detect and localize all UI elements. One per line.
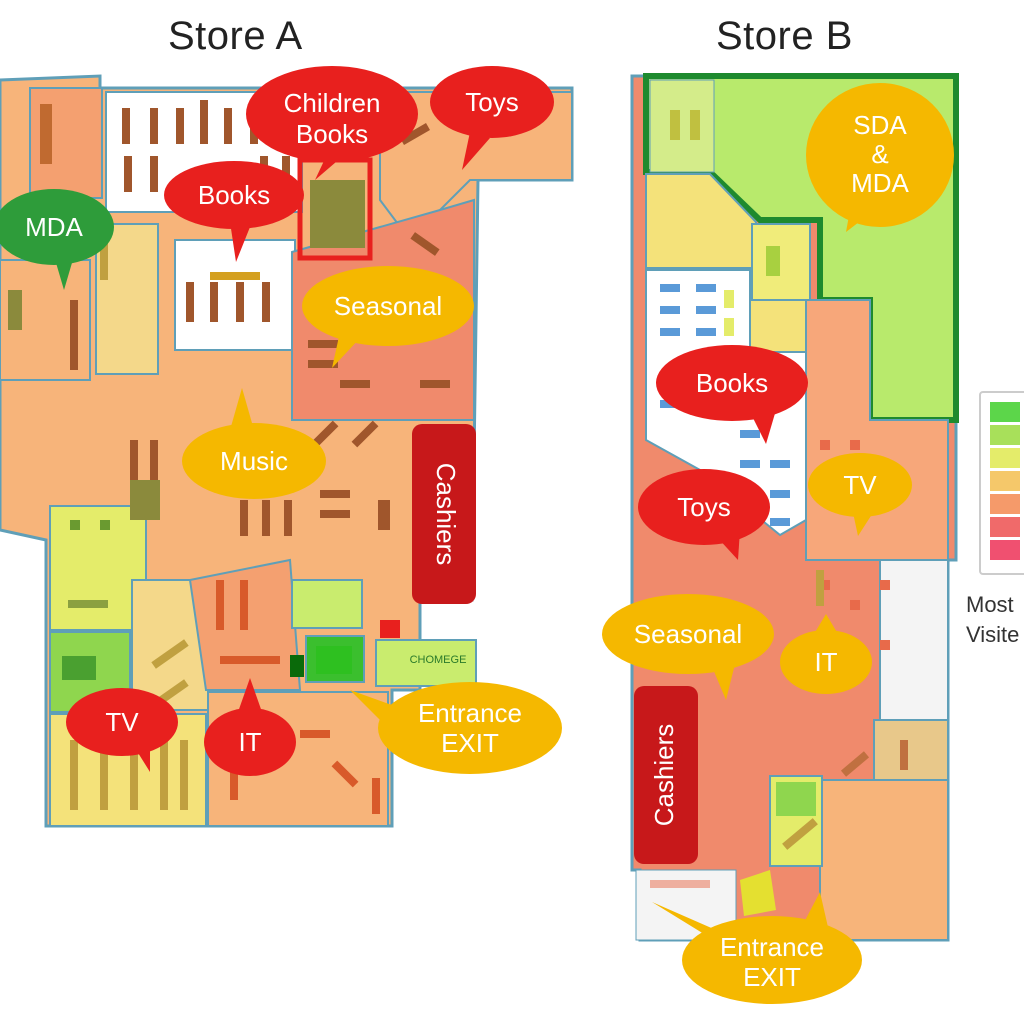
children-books-line1: Children xyxy=(284,88,381,118)
books-a-label: Books xyxy=(198,180,270,210)
store-a-shelves xyxy=(8,100,530,814)
store-b-title: Store B xyxy=(716,14,853,58)
legend-swatch xyxy=(990,540,1020,560)
legend-label-line2: Visite xyxy=(966,622,1020,647)
entrance-b-line1: Entrance xyxy=(720,932,824,962)
callout-it-a: IT xyxy=(204,678,296,776)
children-books-line2: Books xyxy=(296,119,368,149)
zone-yellow-b3 xyxy=(749,299,807,353)
callout-toys-b: Toys xyxy=(638,469,770,560)
legend-swatch xyxy=(990,402,1020,422)
sda-line2: & xyxy=(871,139,888,169)
legend-swatch xyxy=(990,471,1020,491)
music-label: Music xyxy=(220,446,288,476)
zone-lower-right xyxy=(819,779,949,941)
callout-it-b: IT xyxy=(780,614,872,694)
callouts-store-a: Children Books Toys Books MDA Seasonal M… xyxy=(0,66,562,776)
it-a-label: IT xyxy=(238,727,261,757)
store-a-cashiers-label: Cashiers xyxy=(431,463,461,566)
callout-books-a: Books xyxy=(164,161,304,262)
zone-yellow-b2 xyxy=(751,223,811,305)
legend-label-line1: Most xyxy=(966,592,1014,617)
store-b-shelves xyxy=(650,110,908,916)
callout-children-books: Children Books xyxy=(246,66,418,180)
seasonal-b-label: Seasonal xyxy=(634,619,742,649)
callout-seasonal-a: Seasonal xyxy=(302,266,474,368)
zone-lime-1 xyxy=(49,505,147,631)
zone-tan-right xyxy=(873,719,949,781)
callout-entrance-a: Entrance EXIT xyxy=(350,682,562,774)
legend-swatch xyxy=(990,448,1020,468)
store-b-cashiers-box xyxy=(634,686,698,864)
legend-label: Most Visite xyxy=(966,590,1019,650)
books-b-label: Books xyxy=(696,368,768,398)
callout-music: Music xyxy=(182,388,326,499)
zone-books xyxy=(174,239,296,351)
zone-entrance-sign xyxy=(375,639,477,687)
callout-tv-a: TV xyxy=(66,688,178,772)
callout-toys-a: Toys xyxy=(430,66,554,170)
callout-mda-a: MDA xyxy=(0,189,114,290)
tv-b-label: TV xyxy=(843,470,877,500)
callout-entrance-b: Entrance EXIT xyxy=(652,892,862,1004)
zone-sda-inner xyxy=(649,79,715,173)
callout-sda-mda: SDA & MDA xyxy=(806,83,954,232)
legend xyxy=(979,391,1024,575)
zone-green-b xyxy=(776,782,816,816)
it-b-label: IT xyxy=(814,647,837,677)
mda-a-label: MDA xyxy=(25,212,83,242)
callout-books-b: Books xyxy=(656,345,808,444)
toys-a-label: Toys xyxy=(465,87,518,117)
store-a-title: Store A xyxy=(168,14,303,58)
zone-white-right xyxy=(879,559,949,721)
tv-a-label: TV xyxy=(105,707,139,737)
children-books-shelf xyxy=(310,180,365,248)
callout-seasonal-b: Seasonal xyxy=(602,594,774,700)
zone-green-small xyxy=(291,579,363,629)
store-a-sign: CHOMEGE xyxy=(410,654,467,666)
entrance-a-line2: EXIT xyxy=(441,728,499,758)
seasonal-a-label: Seasonal xyxy=(334,291,442,321)
legend-swatches xyxy=(990,402,1020,560)
toys-b-label: Toys xyxy=(677,492,730,522)
legend-swatch xyxy=(990,425,1020,445)
callout-tv-b: TV xyxy=(808,453,912,536)
entrance-b-line2: EXIT xyxy=(743,962,801,992)
legend-swatch xyxy=(990,517,1020,537)
sda-line1: SDA xyxy=(853,110,907,140)
entrance-a-line1: Entrance xyxy=(418,698,522,728)
store-a-cashiers-box xyxy=(412,424,476,604)
store-b-cashiers-label: Cashiers xyxy=(649,724,679,827)
sda-line3: MDA xyxy=(851,168,909,198)
callouts-store-b: SDA & MDA Books Toys TV Seasonal IT xyxy=(602,83,954,1004)
legend-swatch xyxy=(990,494,1020,514)
